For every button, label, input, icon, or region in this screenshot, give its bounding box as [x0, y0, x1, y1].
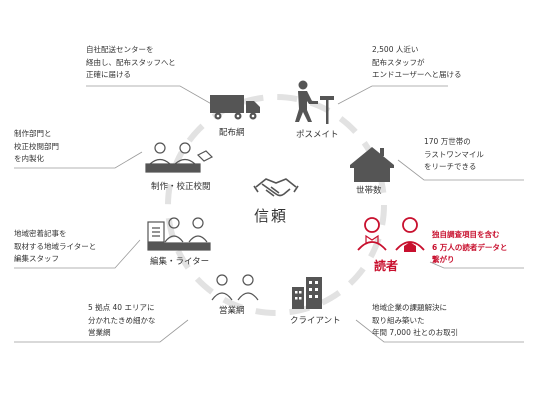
- readers-icon: [357, 217, 425, 252]
- desc-line: を内製化: [14, 154, 44, 163]
- leader-distribution: [86, 85, 216, 107]
- sales-staff-icon: [211, 274, 259, 301]
- center-label: 信頼: [254, 207, 289, 225]
- node-label-distribution: 配布網: [219, 128, 245, 138]
- node-label-clients: クライアント: [290, 316, 341, 326]
- desc-line: 配布スタッフが: [372, 57, 425, 67]
- desc-line: 編集スタッフ: [14, 254, 59, 263]
- node-label-production: 制作・校正校閲: [151, 182, 211, 192]
- leader-clients: [355, 319, 524, 343]
- desc-posmate: 2,500 人近い 配布スタッフが エンドユーザーへと届ける: [372, 44, 461, 82]
- desc-line: エンドユーザーへと届ける: [372, 70, 462, 79]
- production-staff-icon: [145, 142, 214, 173]
- desc-production: 制作部門と 校正校閲部門 を内製化: [14, 128, 59, 166]
- editorial-staff-icon: [147, 217, 211, 251]
- desc-editorial: 地域密着記事を 取材する地域ライターと 編集スタッフ: [14, 228, 96, 266]
- building-icon: [292, 277, 322, 309]
- node-label-sales: 営業網: [219, 306, 245, 316]
- desc-line: 分かれたきめ細かな: [88, 315, 156, 325]
- desc-line: ラストワンマイル: [424, 149, 484, 159]
- leader-production: [14, 151, 143, 169]
- desc-line: 5 拠点 40 エリアに: [88, 303, 155, 312]
- desc-line: 繋がり: [432, 255, 455, 264]
- node-label-households: 世帯数: [356, 186, 382, 196]
- truck-icon: [210, 95, 260, 120]
- desc-line: 正確に届ける: [86, 70, 131, 79]
- trust-ring: [165, 94, 387, 316]
- desc-line: 6 万人の読者データと: [432, 242, 508, 252]
- desc-line: 170 万世帯の: [424, 137, 471, 146]
- desc-line: 経由し、配布スタッフへと: [86, 57, 176, 67]
- desc-line: 取り組み築いた: [372, 315, 425, 325]
- leader-sales: [14, 319, 189, 343]
- node-label-editorial: 編集・ライター: [150, 257, 210, 267]
- desc-line: 2,500 人近い: [372, 45, 419, 54]
- leader-posmate: [337, 85, 448, 105]
- desc-line: 営業網: [88, 328, 111, 337]
- leader-readers: [429, 261, 524, 269]
- node-label-posmate: ポスメイト: [296, 130, 339, 140]
- desc-line: 校正校閲部門: [14, 141, 59, 151]
- desc-line: 独自調査項目を含む: [432, 230, 500, 239]
- desc-clients: 地域企業の課題解決に 取り組み築いた 年間 7,000 社とのお取引: [372, 302, 458, 340]
- desc-line: 取材する地域ライターと: [14, 241, 97, 251]
- desc-line: 制作部門と: [14, 129, 52, 138]
- leader-households: [397, 159, 524, 181]
- leader-editorial: [14, 239, 141, 269]
- handshake-icon: [253, 178, 299, 197]
- desc-line: 自社配送センターを: [86, 45, 154, 54]
- desc-households: 170 万世帯の ラストワンマイル をリーチできる: [424, 136, 484, 174]
- desc-line: 年間 7,000 社とのお取引: [372, 328, 459, 337]
- desc-line: 地域密着記事を: [14, 229, 67, 238]
- desc-readers: 独自調査項目を含む 6 万人の読者データと 繋がり: [432, 229, 507, 267]
- house-icon: [350, 147, 394, 182]
- posmate-person-icon: [295, 80, 334, 124]
- desc-line: をリーチできる: [424, 162, 477, 171]
- node-label-readers: 読者: [374, 259, 399, 273]
- desc-line: 地域企業の課題解決に: [372, 303, 447, 312]
- desc-sales: 5 拠点 40 エリアに 分かれたきめ細かな 営業網: [88, 302, 156, 340]
- desc-distribution: 自社配送センターを 経由し、配布スタッフへと 正確に届ける: [86, 44, 176, 82]
